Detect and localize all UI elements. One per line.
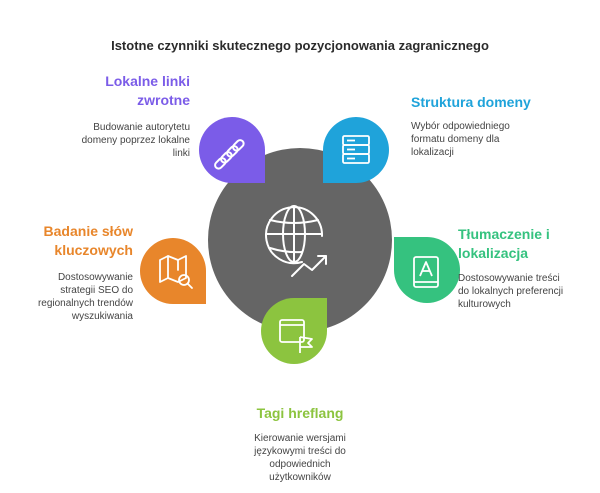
center-hub [208,148,392,332]
factor-desc-line: użytkowników [269,472,331,483]
factor-node-translation [394,237,460,303]
factor-label-line: zwrotne [137,92,190,108]
factor-label-translation: Tłumaczenie i lokalizacja [458,225,598,263]
factor-label-line: Badanie słów [43,223,133,239]
factor-desc-line: Budowanie autorytetu [93,122,190,133]
factor-node-backlinks [199,117,265,183]
diagram-title: Istotne czynniki skutecznego pozycjonowa… [111,38,489,53]
factor-desc-line: Kierowanie wersjami [254,433,346,444]
factor-label-backlinks: Lokalne linki zwrotne [40,72,190,110]
factor-desc-line: Dostosowywanie [57,272,133,283]
factor-label-line: lokalizacja [458,245,529,261]
server-icon [342,135,370,164]
factor-label-line: Struktura domeny [411,94,531,110]
factor-desc-line: domeny poprzez lokalne [81,135,190,146]
factor-label-line: Tagi hreflang [256,405,344,421]
factor-desc-line: wyszukiwania [71,311,133,322]
factor-desc-line: strategii SEO do [60,285,133,296]
factor-desc-line: lokalizacji [411,147,454,158]
factor-node-domain-structure [323,117,389,183]
factor-desc-line: formatu domeny dla [411,134,500,145]
factor-desc-line: Wybór odpowiedniego [411,121,510,132]
factor-desc-hreflang: Kierowanie wersjami językowymi treści do… [195,432,405,484]
globe-growth-icon [265,205,327,277]
factor-label-hreflang: Tagi hreflang [195,404,405,423]
factor-label-line: Lokalne linki [105,73,190,89]
factor-desc-line: Dostosowywanie treści [458,273,560,284]
factor-desc-line: do lokalnych preferencji [458,286,564,297]
factor-desc-line: językowymi treści do [254,446,346,457]
factor-desc-line: kulturowych [458,299,511,310]
factor-desc-translation: Dostosowywanie treści do lokalnych prefe… [458,272,598,311]
factor-label-domain-structure: Struktura domeny [411,93,591,112]
factor-label-line: kluczowych [54,242,133,258]
factor-desc-line: odpowiednich [269,459,331,470]
map-search-icon [159,255,193,289]
factor-desc-domain-structure: Wybór odpowiedniego formatu domeny dla l… [411,120,581,159]
factor-desc-line: regionalnych trendów [37,298,133,309]
factor-label-keywords: Badanie słów kluczowych [10,222,133,260]
factor-desc-keywords: Dostosowywanie strategii SEO do regional… [10,271,133,323]
factor-desc-line: linki [172,148,190,159]
chain-link-icon [214,139,245,170]
flag-window-icon [279,319,313,353]
factor-node-hreflang [261,298,327,364]
translation-book-icon [413,256,439,288]
factor-node-keywords [140,238,206,304]
factor-desc-backlinks: Budowanie autorytetu domeny poprzez loka… [30,121,190,160]
factor-label-line: Tłumaczenie i [458,226,550,242]
